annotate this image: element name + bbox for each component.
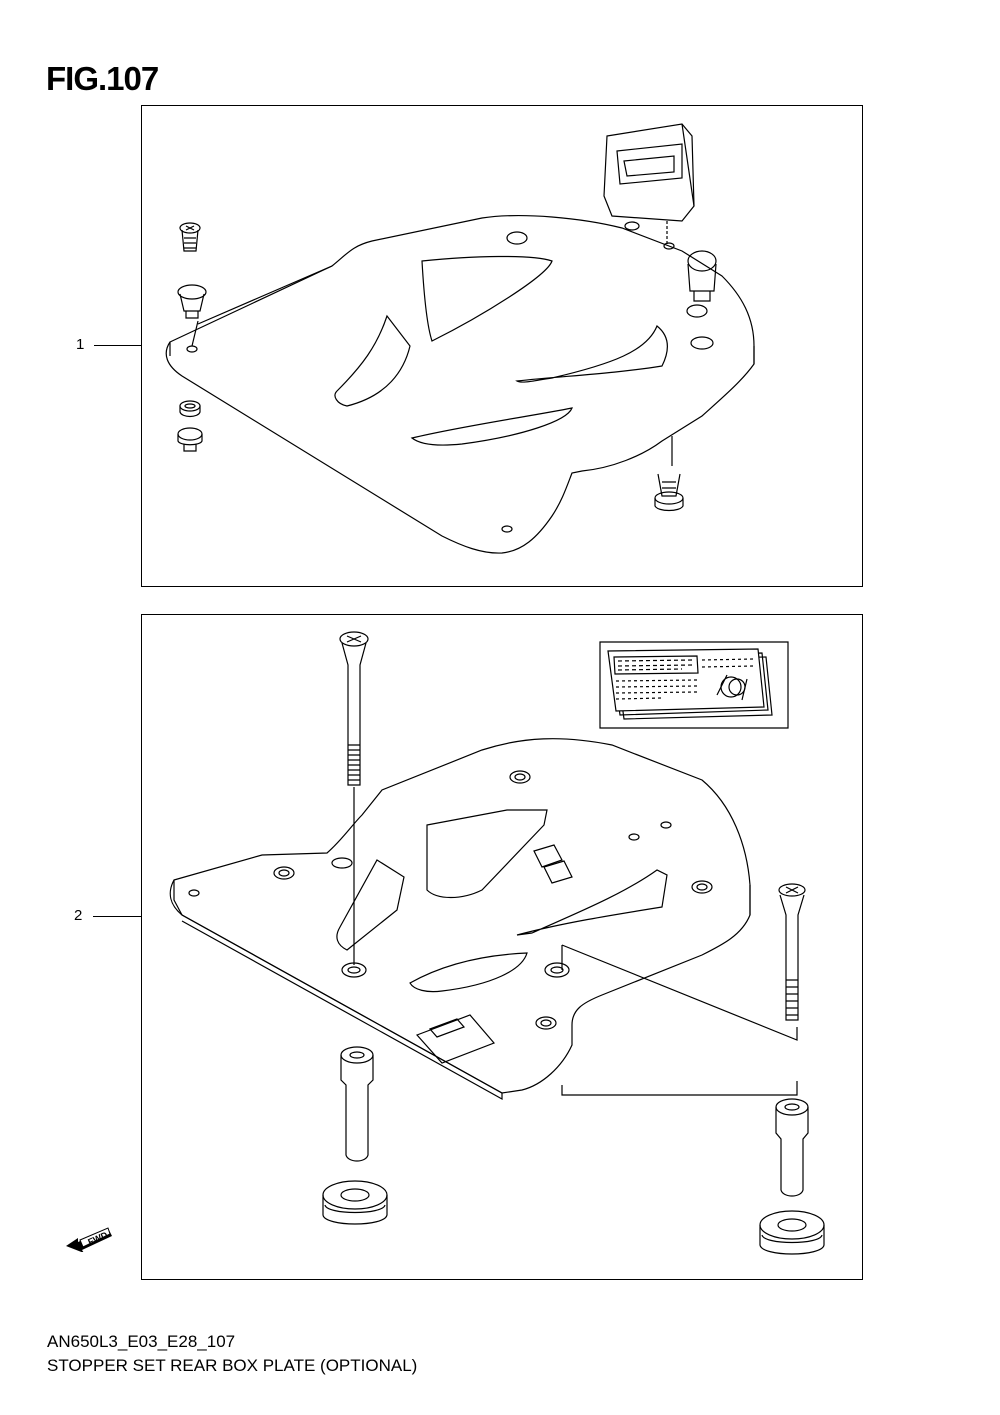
spacer-collar-right — [776, 1099, 808, 1196]
callout-number-1: 1 — [76, 336, 85, 353]
box-plate-cutout-2 — [337, 860, 404, 950]
nut-left — [178, 428, 202, 451]
suzuki-logo-emblem — [534, 845, 572, 883]
diagram-code: AN650L3_E03_E28_107 — [47, 1332, 236, 1351]
instruction-manual-box — [600, 642, 788, 728]
plate-hole — [692, 881, 712, 893]
plate-hole — [515, 774, 525, 780]
grommet-left — [178, 285, 206, 318]
plate-hole — [536, 1017, 556, 1029]
fwd-arrow-icon: FWD — [66, 1220, 112, 1252]
spacer-collar-left — [341, 1047, 373, 1161]
plate-hole — [348, 967, 360, 973]
diagram-description: STOPPER SET REAR BOX PLATE (OPTIONAL) — [47, 1356, 418, 1375]
rubber-grommet-left — [323, 1181, 387, 1224]
plate-hole — [629, 834, 639, 840]
bolt-right — [655, 474, 683, 511]
plate-hole — [691, 337, 713, 349]
plate-hole — [279, 870, 289, 876]
plate-hole — [545, 963, 569, 977]
stopper-block — [604, 124, 694, 221]
stopper-set-drawing — [142, 106, 864, 588]
plate-slot-4 — [412, 408, 572, 445]
plate-hole — [507, 232, 527, 244]
plate-hole — [342, 963, 366, 977]
plate-hole — [189, 890, 199, 896]
plate-slot-2 — [335, 316, 410, 406]
plate-label-area — [417, 1015, 494, 1063]
callout-leader-1 — [94, 345, 142, 346]
panel-rear-box-plate — [141, 614, 863, 1280]
plate-hole — [332, 858, 352, 868]
plate-slot-1 — [422, 256, 552, 341]
callout-number-2: 2 — [74, 907, 83, 924]
rear-box-plate-drawing — [142, 615, 864, 1281]
box-plate-cutout-3 — [517, 870, 667, 935]
plate-hole — [541, 1020, 551, 1026]
rear-plate-outline — [166, 216, 754, 553]
rubber-stopper-right — [688, 251, 716, 301]
washer-left — [180, 401, 200, 417]
plate-slot-3 — [517, 326, 667, 382]
long-bolt-left — [340, 632, 368, 785]
screw-top-left — [180, 223, 200, 251]
plate-hole — [551, 967, 563, 973]
plate-hole — [274, 867, 294, 879]
callout-leader-2 — [93, 916, 142, 917]
box-plate-cutout-1 — [427, 810, 547, 898]
plate-hole — [502, 526, 512, 532]
plate-hole — [625, 222, 639, 230]
plate-hole — [697, 884, 707, 890]
rubber-grommet-right — [760, 1211, 824, 1254]
plate-hole — [661, 822, 671, 828]
box-plate-cutout-4 — [410, 953, 527, 992]
fwd-label: FWD — [86, 1230, 109, 1248]
box-plate-outline — [170, 739, 750, 1093]
plate-hole — [664, 243, 674, 249]
figure-title: FIG.107 — [46, 60, 159, 97]
plate-hole — [687, 305, 707, 317]
panel-stopper-set — [141, 105, 863, 587]
plate-hole — [510, 771, 530, 783]
plate-hole — [187, 346, 197, 352]
long-bolt-right — [779, 884, 805, 1020]
